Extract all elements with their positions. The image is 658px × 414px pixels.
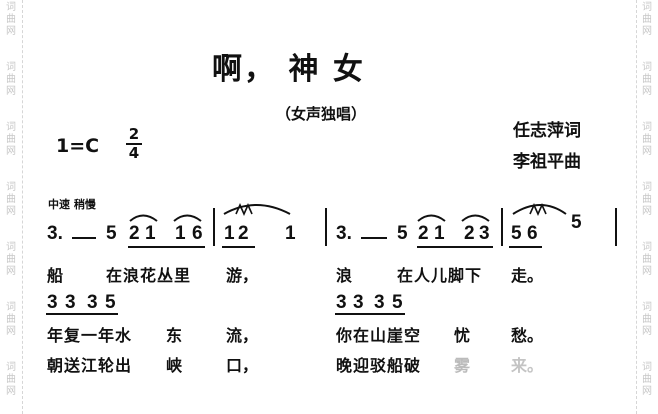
note: 3 [374,292,385,313]
note: 3 [479,223,490,244]
grace-note-ornament [235,203,253,216]
watermark-left-2: 词曲网 [6,62,16,97]
note: 5 [106,223,117,244]
note: 5 [105,292,116,313]
watermark-right-5: 词曲网 [642,242,652,277]
note: 3 [336,292,347,313]
grace-note-ornament [529,203,547,216]
slur [417,214,446,222]
composer-credit: 李祖平曲 [513,152,581,172]
lyric: 忧 [454,326,471,345]
watermark-right-1: 词曲网 [642,2,652,37]
watermark-left-1: 词曲网 [6,2,16,37]
note: 1 [145,223,156,244]
time-signature-bottom: 4 [128,144,140,162]
song-title: 啊， 神 女 [212,52,365,87]
grace-note-ornament [512,204,567,215]
watermark-right-6: 词曲网 [642,302,652,337]
watermark-left-3: 词曲网 [6,122,16,157]
lyric: 晚迎驳船破 [336,356,422,375]
lyric: 走。 [511,266,544,285]
note: 5 [511,223,522,244]
note: 5 [571,212,582,233]
note: 3. [336,223,352,244]
lyric: 年复一年水 [47,326,133,345]
note: 1 [224,223,235,244]
note: 1 [285,223,296,244]
time-signature-top: 2 [128,125,140,143]
watermark-left-5: 词曲网 [6,242,16,277]
watermark-left-4: 词曲网 [6,182,16,217]
lyric: 东 [166,326,183,345]
tempo-marking: 中速 稍慢 [48,198,96,211]
note: 6 [527,223,538,244]
lyric: 愁。 [511,326,544,345]
note: 1 [175,223,186,244]
note: 3 [65,292,76,313]
lyric: 朝送江轮出 [47,356,133,375]
grace-note-ornament [223,204,291,215]
left-page-edge [22,0,23,414]
right-page-edge [636,0,637,414]
slur [173,214,202,222]
slur [461,214,490,222]
watermark-left-6: 词曲网 [6,302,16,337]
lyric: 雾 [454,356,471,375]
note: 5 [392,292,403,313]
note: 2 [129,223,140,244]
lyric: 船 [47,266,64,285]
key-signature: 1=C [56,135,100,157]
note: 3 [87,292,98,313]
lyric: 在人儿脚下 [397,266,483,285]
lyric: 浪 [336,266,353,285]
lyricist-credit: 任志萍词 [513,121,581,141]
note: 6 [192,223,203,244]
watermark-right-7: 词曲网 [642,362,652,397]
lyric: 在浪花丛里 [106,266,192,285]
note: 2 [238,223,249,244]
time-signature: 2 4 [126,127,142,161]
watermark-right-2: 词曲网 [642,62,652,97]
lyric: 游， [226,266,259,285]
note: 3 [47,292,58,313]
slur [129,214,158,222]
note: 3 [353,292,364,313]
note: 1 [434,223,445,244]
lyric: 来。 [511,356,544,375]
lyric: 你在山崖空 [336,326,422,345]
note: 2 [418,223,429,244]
lyric: 峡 [166,356,183,375]
watermark-right-3: 词曲网 [642,122,652,157]
note: 3. [47,223,63,244]
note: 5 [397,223,408,244]
lyric: 流， [226,326,259,345]
watermark-left-7: 词曲网 [6,362,16,397]
watermark-right-4: 词曲网 [642,182,652,217]
note: 2 [464,223,475,244]
lyric: 口， [226,356,259,375]
song-subtitle: （女声独唱） [276,105,367,123]
